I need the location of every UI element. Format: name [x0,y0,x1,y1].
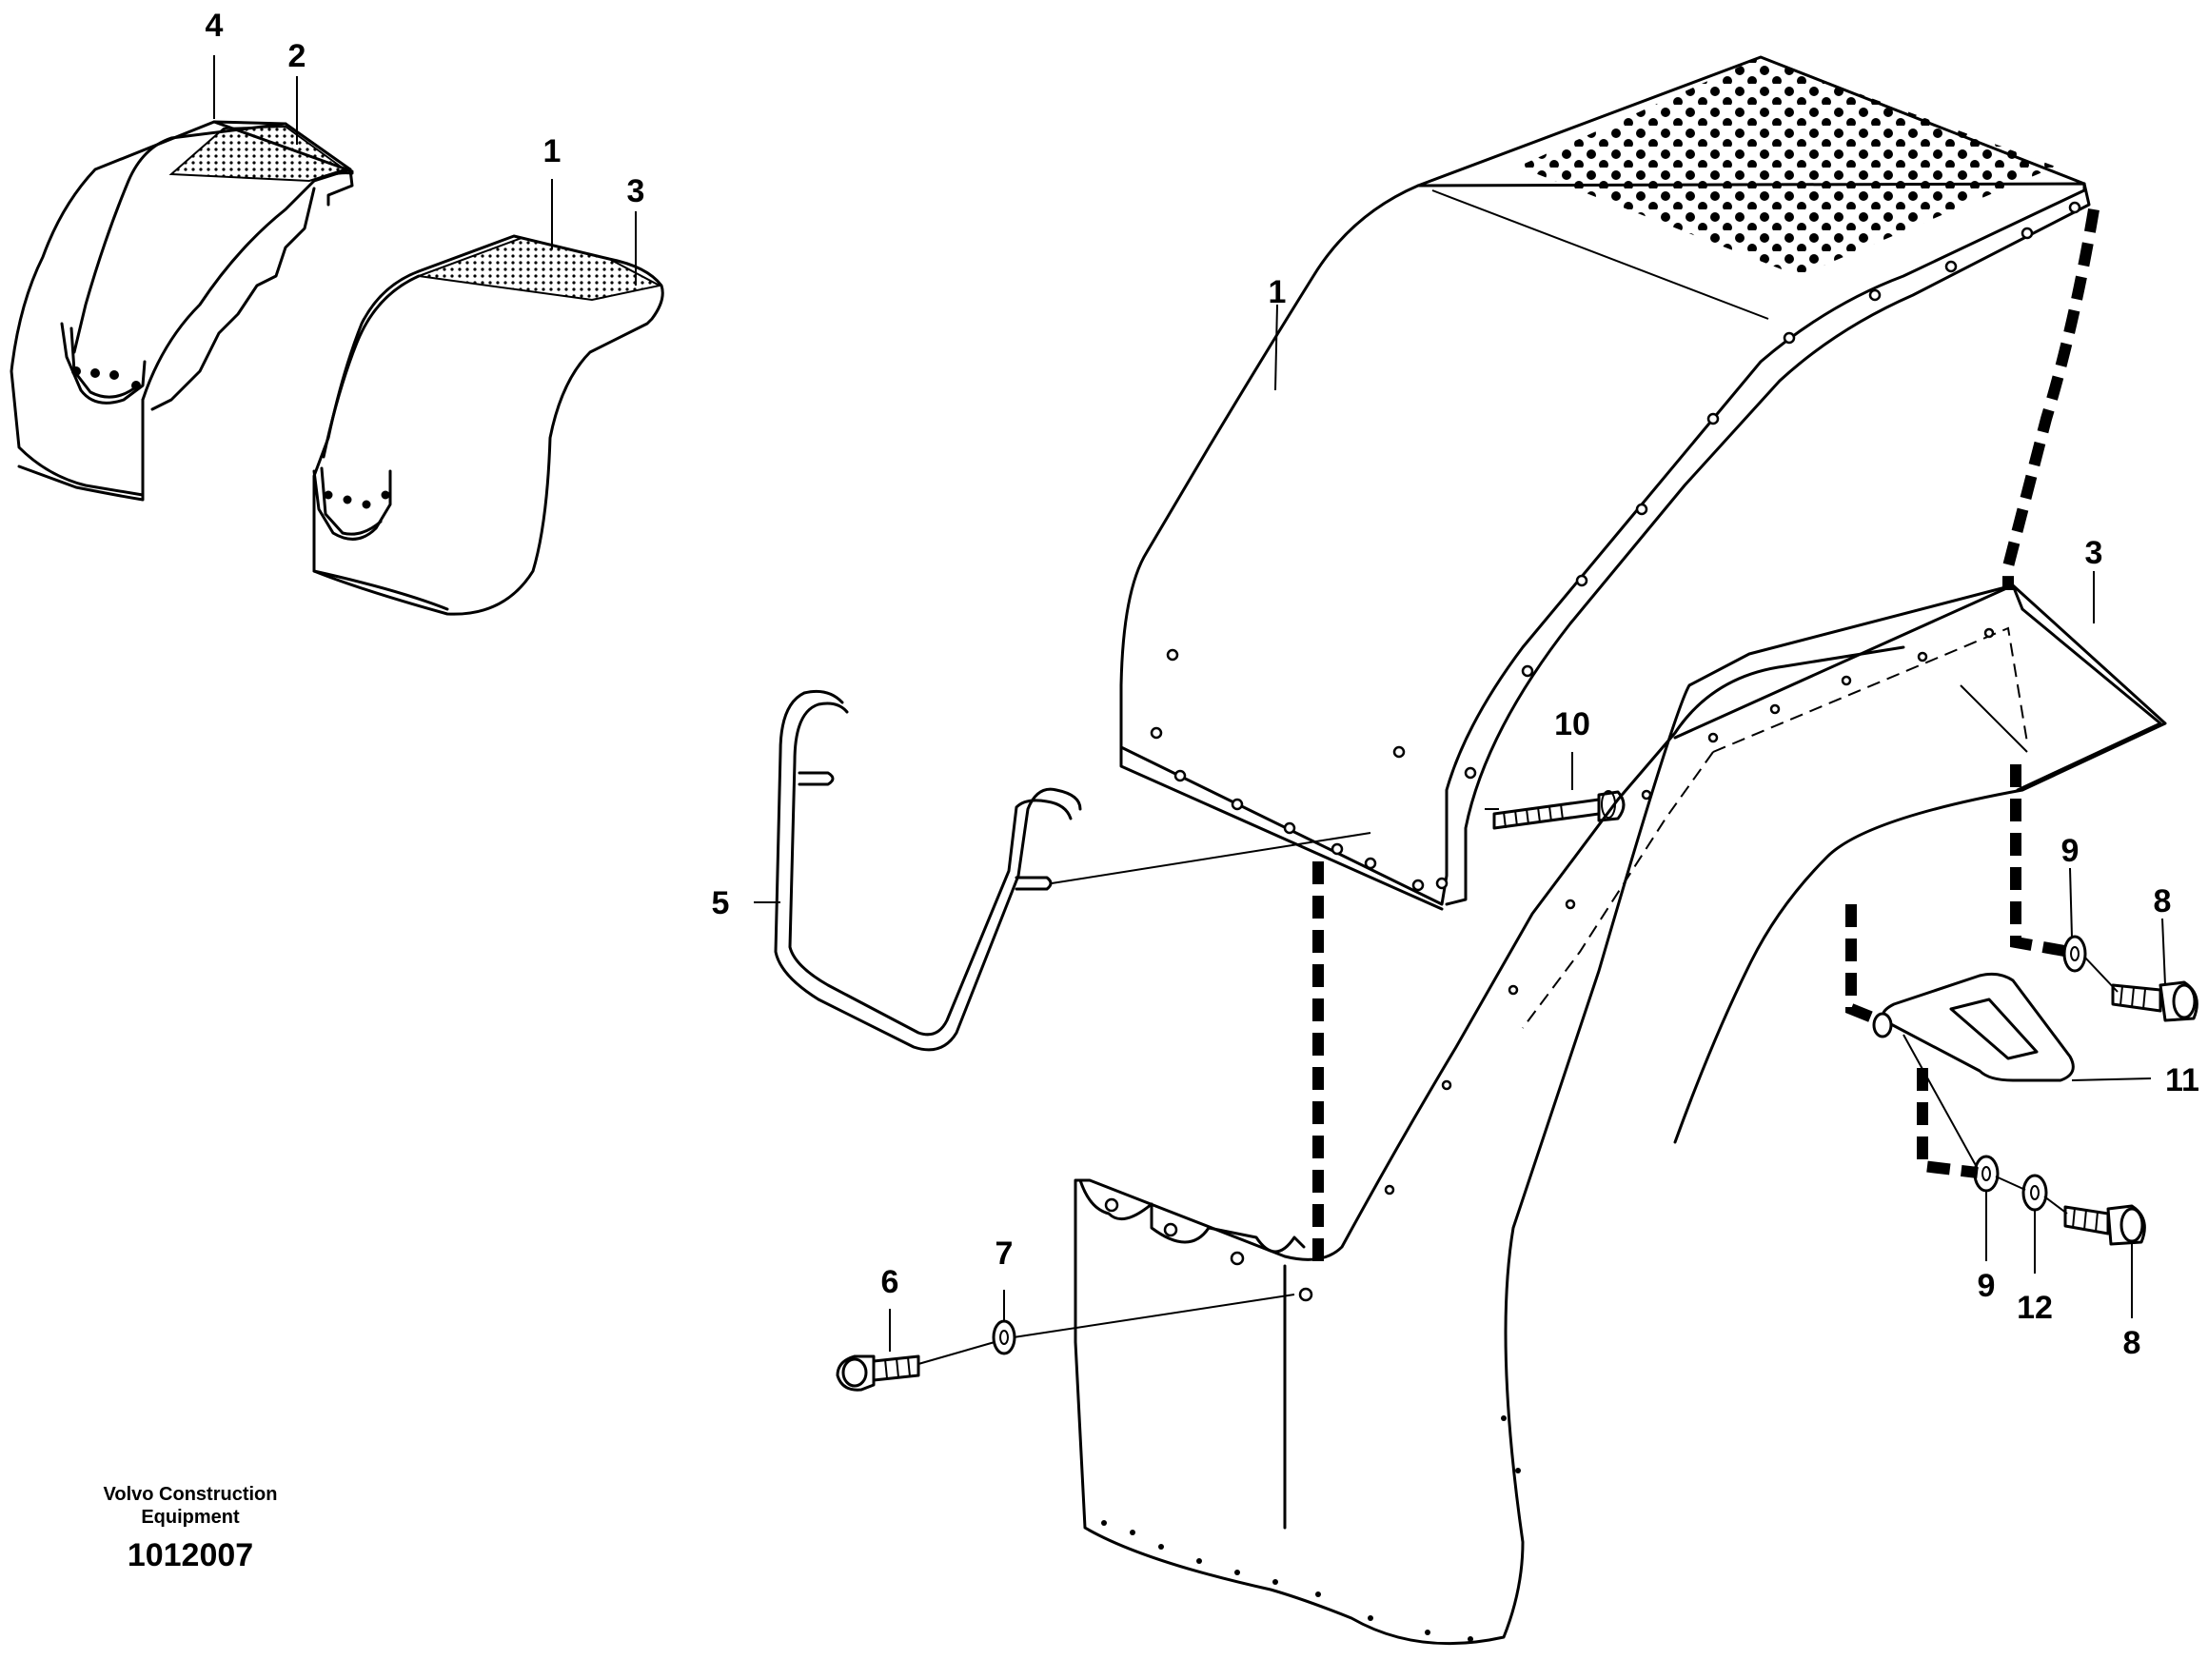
callout-4-small: 4 [206,8,224,44]
washer-9-bottom [1973,1155,2000,1193]
main-fender-top-panel [1119,55,2091,911]
screw-8-top [2111,980,2198,1022]
callout-12: 12 [2017,1290,2053,1326]
figure-number: 1012007 [127,1537,254,1573]
bracket-11 [1872,972,2075,1082]
washer-7 [992,1319,1016,1355]
callout-8-top: 8 [2154,883,2172,919]
bolt-10 [1492,790,1626,830]
small-fender-assembly-left [10,120,354,502]
callout-9-top: 9 [2061,833,2080,869]
callout-3-main: 3 [2085,535,2103,571]
screw-8-bottom [2063,1204,2146,1246]
manufacturer-credit-line-1: Volvo Construction [103,1484,278,1505]
callout-7: 7 [996,1235,1014,1272]
washer-9-top [2062,935,2087,973]
callout-9-bottom: 9 [1978,1268,1996,1304]
callout-5: 5 [712,885,730,921]
callout-10: 10 [1554,706,1590,742]
callout-1-main: 1 [1269,274,1287,310]
bolt-6 [836,1354,920,1392]
callout-1-small: 1 [543,133,562,169]
step-handle [774,689,1082,1052]
callout-8-bottom: 8 [2123,1325,2141,1361]
callout-3-small: 3 [627,173,645,209]
small-fender-assembly-right [312,234,664,616]
manufacturer-credit-line-2: Equipment [141,1507,240,1528]
callout-labels: 4 2 1 3 1 3 5 6 7 10 9 8 11 9 12 8 [206,8,2199,1361]
callout-2-small: 2 [288,38,306,74]
main-fender-lower-panel [1074,583,2167,1646]
assembly-lines [917,208,2119,1365]
leader-lines [213,55,2166,1352]
callout-6: 6 [881,1264,899,1300]
callout-11: 11 [2165,1062,2199,1098]
washer-12 [2021,1174,2048,1212]
